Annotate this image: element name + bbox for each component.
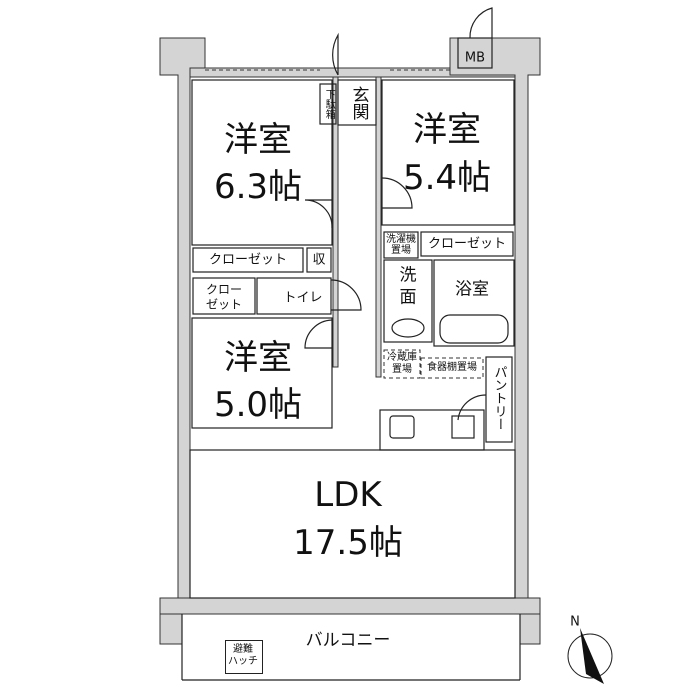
room-western-3 <box>191 317 333 429</box>
fridge-label-2: 置場 <box>392 363 412 375</box>
ldk-name: LDK <box>314 475 382 515</box>
room-western-2-name: 洋室 <box>413 110 481 150</box>
wall-center-right <box>375 76 382 378</box>
cupboard-label: 食器棚置場 <box>427 361 477 373</box>
compass <box>567 628 613 684</box>
laundry-label-1: 洗濯機 <box>386 233 416 245</box>
washroom-label-2: 面 <box>399 287 417 308</box>
room-western-2 <box>381 79 515 226</box>
laundry-label-2: 置場 <box>391 244 411 256</box>
meter-box-label: MB <box>464 50 486 66</box>
room-western-2-size: 5.4帖 <box>402 158 492 198</box>
closet-1 <box>192 247 304 273</box>
stove <box>451 415 475 439</box>
closet-2-label-1: クロー <box>205 282 243 297</box>
room-western-1 <box>191 79 333 246</box>
hatch-label-2: ハッチ <box>228 655 258 667</box>
balcony-label: バルコニー <box>305 630 391 651</box>
entrance-door <box>332 32 339 76</box>
pantry <box>485 356 513 443</box>
fridge-area <box>383 349 421 379</box>
wall-center <box>332 76 339 368</box>
closet-1-label: クローゼット <box>208 252 288 268</box>
toilet-door <box>330 279 362 311</box>
room-western-1-size: 6.3帖 <box>213 167 303 207</box>
closet-2-label-2: ゼット <box>205 297 243 312</box>
washroom-label-1: 洗 <box>399 265 417 286</box>
laundry-area <box>383 231 419 259</box>
wall-bottom <box>159 597 541 615</box>
closet-2 <box>192 277 256 315</box>
bathtub <box>439 314 509 344</box>
balcony-right-wall <box>519 613 541 645</box>
balcony-left-wall <box>159 613 183 645</box>
evacuation-hatch <box>225 640 263 674</box>
room3-door <box>304 319 333 349</box>
bathroom <box>433 259 515 347</box>
meter-box <box>457 37 493 69</box>
room-western-3-size: 5.0帖 <box>213 385 303 425</box>
mb-door <box>469 7 493 39</box>
bathroom-label: 浴室 <box>455 279 489 300</box>
toilet-room <box>256 277 332 315</box>
room-western-1-name: 洋室 <box>224 120 292 160</box>
shoe-box-label: 下駄箱 <box>323 89 335 119</box>
room2-door <box>381 177 413 209</box>
cupboard-area <box>420 357 484 379</box>
sink <box>389 415 415 439</box>
closet-3-label: クローゼット <box>427 236 507 252</box>
ldk-room <box>189 449 516 599</box>
toilet-label: トイレ <box>283 290 323 306</box>
closet-3 <box>420 231 514 257</box>
pantry-label: パントリー <box>491 365 507 431</box>
pantry-door <box>457 394 487 421</box>
wall-top-left <box>159 37 206 601</box>
wash-basin <box>391 318 425 338</box>
room1-door <box>304 199 333 229</box>
hatch-label-1: 避難 <box>233 643 253 655</box>
compass-north-label: N <box>570 614 580 630</box>
washroom <box>383 259 433 343</box>
shoe-box <box>319 83 337 125</box>
entrance-area <box>337 79 377 126</box>
ldk-size: 17.5帖 <box>293 523 403 563</box>
storage-label: 収 <box>312 252 326 268</box>
entrance-label: 玄関 <box>348 86 369 120</box>
fridge-label-1: 冷蔵庫 <box>387 351 417 363</box>
storage-box <box>306 247 332 273</box>
room-western-3-name: 洋室 <box>224 338 292 378</box>
